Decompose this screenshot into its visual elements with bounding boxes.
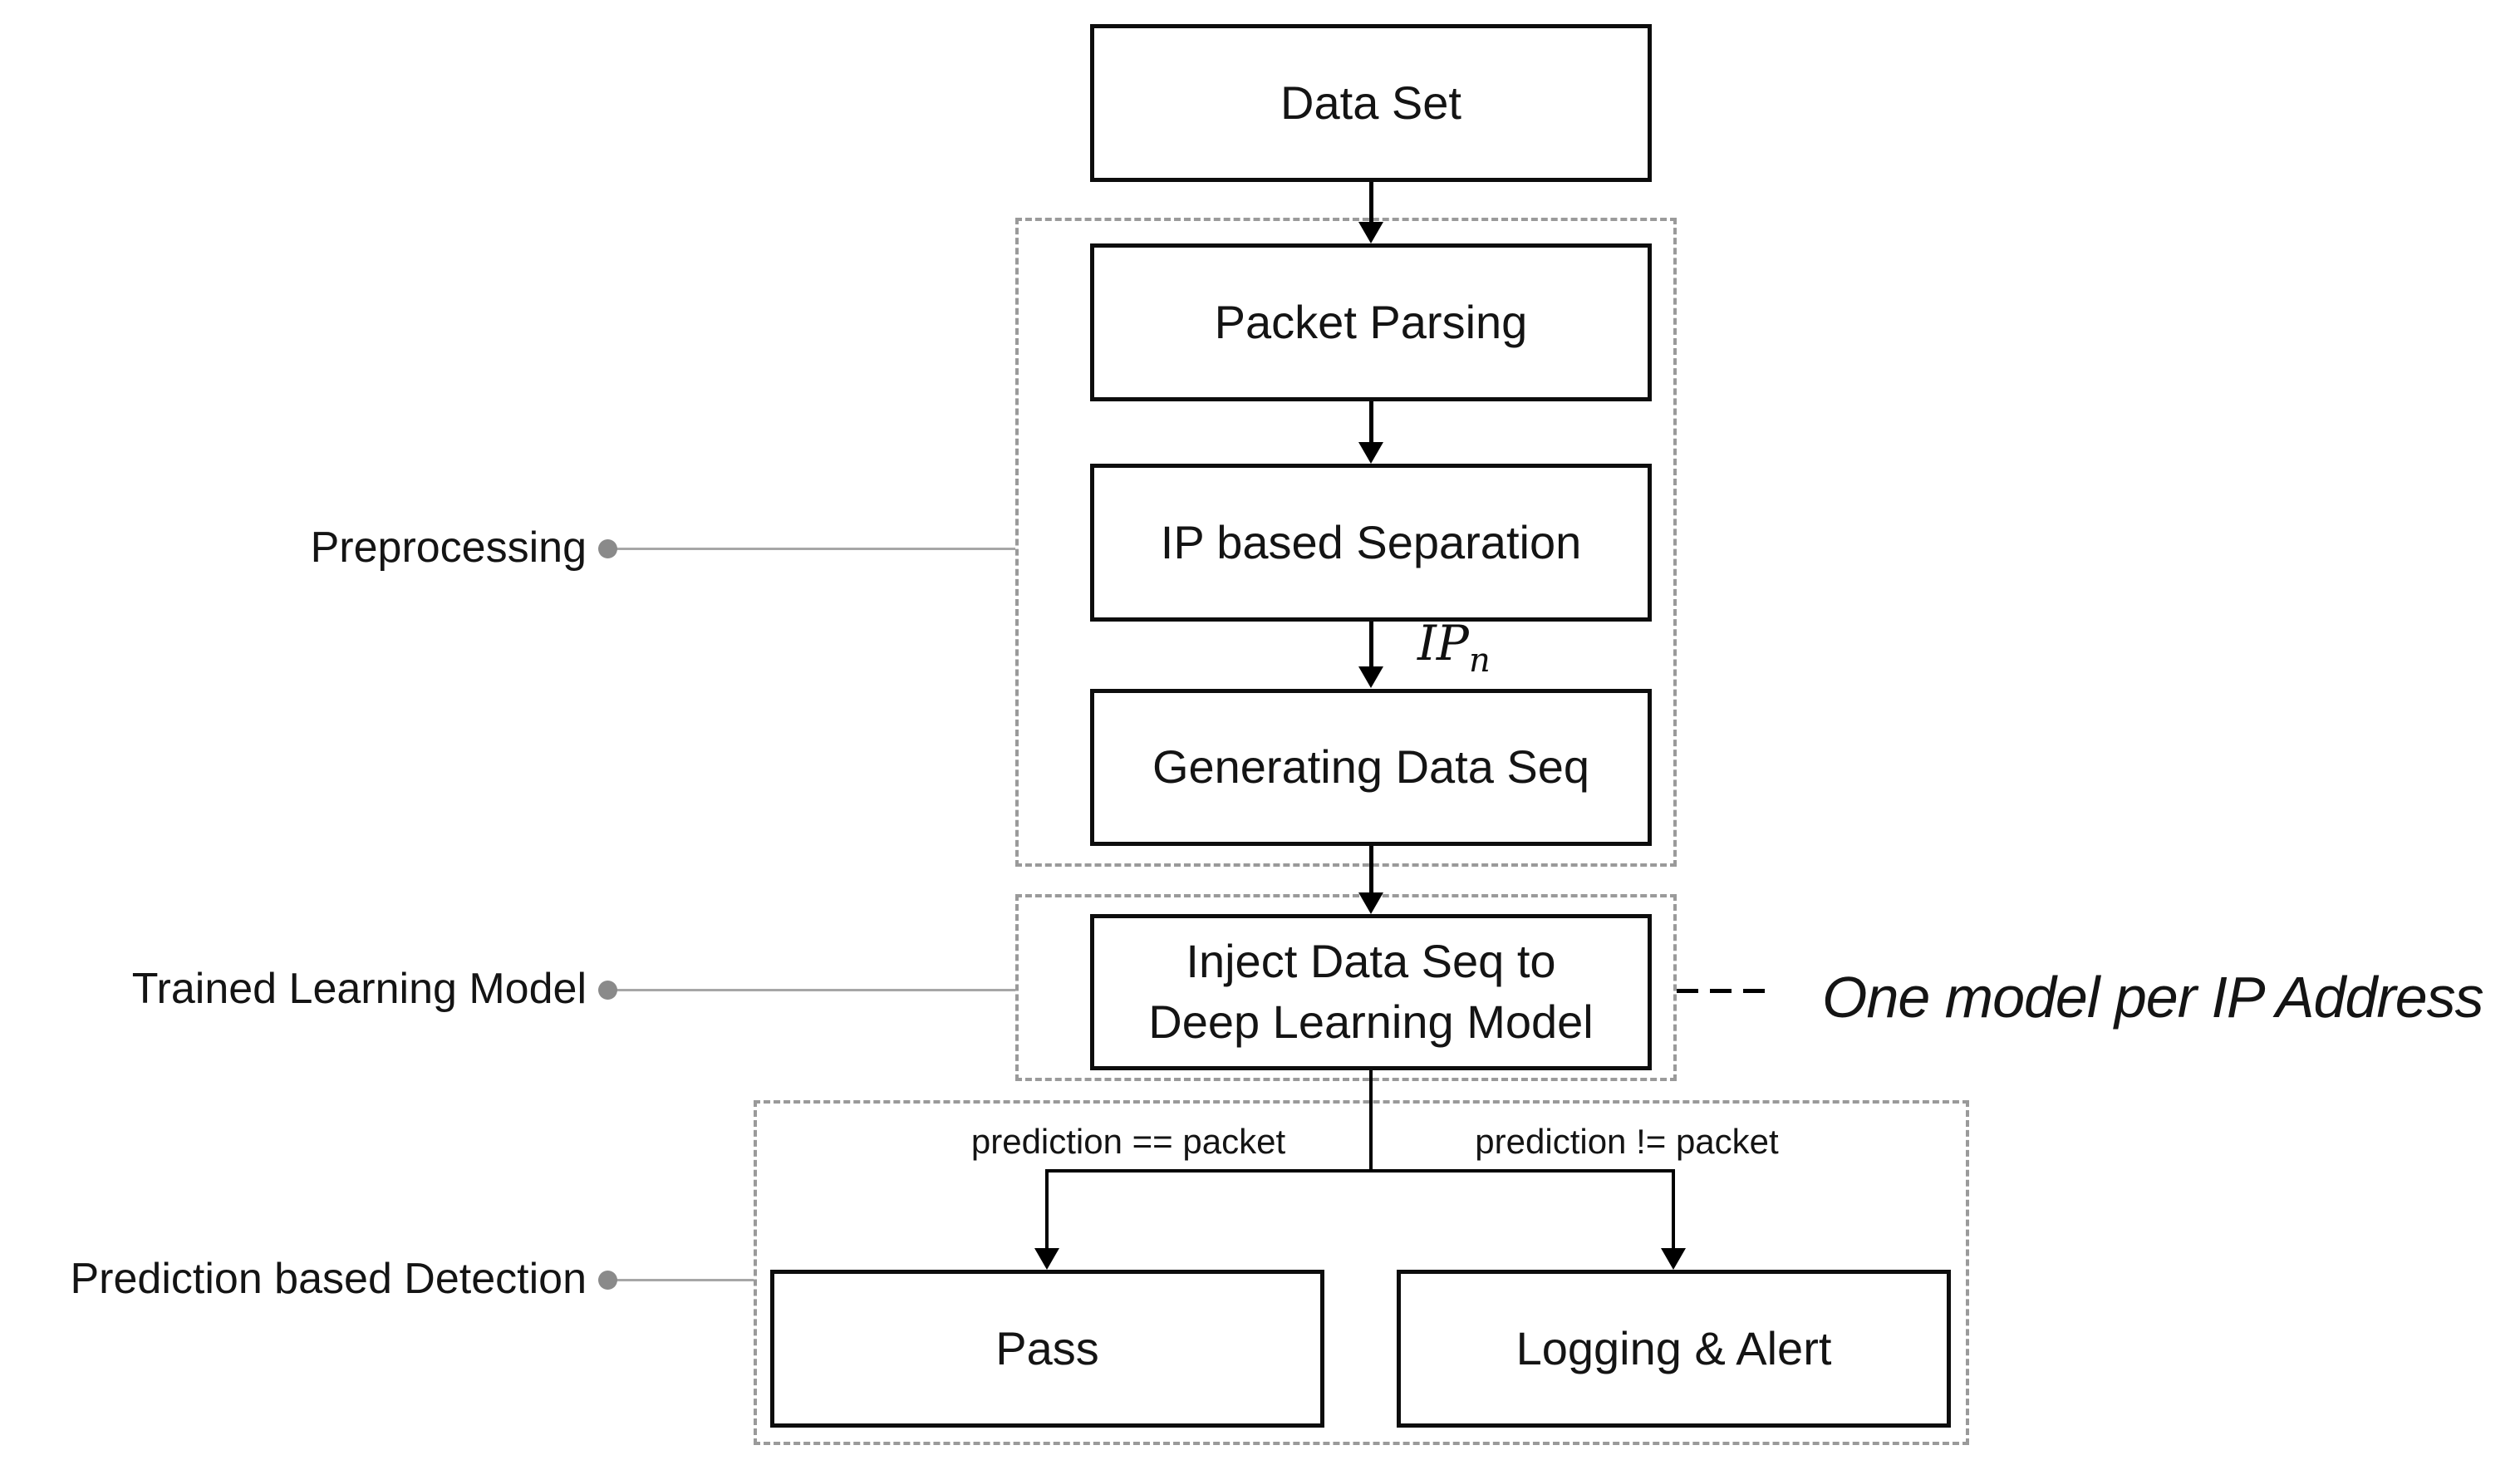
packet-parsing-box: Packet Parsing [1090,243,1652,401]
branch-right-drop-line [1672,1169,1675,1250]
pass-box: Pass [770,1270,1324,1428]
ip-n-edge-label: IPn [1417,615,1491,677]
prediction-detection-dot [598,1271,617,1290]
logging-alert-box: Logging & Alert [1397,1270,1951,1428]
arrow-separation-to-genseq-line [1369,622,1373,668]
prediction-equal-label: prediction == packet [970,1122,1286,1161]
arrow-parsing-to-separation-head [1358,442,1383,464]
prediction-detection-leader-line [616,1279,754,1281]
preprocessing-leader-line [616,548,1015,550]
ip-n-subscript: n [1468,642,1491,680]
inject-line-1: Inject Data Seq to [1186,935,1556,988]
stage-label-trained-model: Trained Learning Model [131,965,587,1013]
inject-data-seq-box: Inject Data Seq to Deep Learning Model [1090,914,1652,1070]
inject-data-seq-label: Inject Data Seq to Deep Learning Model [1148,932,1593,1053]
branch-right-drop-head [1661,1248,1686,1270]
generating-data-seq-label: Generating Data Seq [1152,740,1590,794]
ip-based-separation-box: IP based Separation [1090,464,1652,622]
one-model-annotation: One model per IP Address [1822,965,2484,1030]
trained-model-leader-line [616,989,1015,991]
arrow-dataset-to-parsing-line [1369,182,1373,224]
logging-alert-label: Logging & Alert [1515,1321,1832,1374]
arrow-genseq-to-inject-head [1358,892,1383,914]
annotation-dash-connector [1677,989,1766,993]
pass-label: Pass [995,1321,1099,1374]
stage-label-prediction-detection: Prediction based Detection [70,1255,587,1303]
prediction-not-equal-label: prediction != packet [1475,1122,1779,1161]
branch-stem-line [1369,1070,1373,1172]
trained-model-container [1015,894,1677,1081]
arrow-genseq-to-inject-line [1369,846,1373,894]
trained-model-dot [598,981,617,1000]
data-set-label: Data Set [1280,76,1461,129]
preprocessing-container [1015,218,1677,867]
ip-n-base: IP [1417,615,1469,671]
branch-left-drop-head [1034,1248,1059,1270]
packet-parsing-label: Packet Parsing [1214,295,1528,348]
generating-data-seq-box: Generating Data Seq [1090,689,1652,846]
arrow-separation-to-genseq-head [1358,666,1383,688]
data-set-box: Data Set [1090,24,1652,182]
ip-based-separation-label: IP based Separation [1160,515,1582,568]
arrow-dataset-to-parsing-head [1358,222,1383,243]
inject-line-2: Deep Learning Model [1148,996,1594,1048]
branch-left-drop-line [1045,1169,1049,1250]
stage-label-preprocessing: Preprocessing [310,524,587,572]
preprocessing-dot [598,539,617,558]
arrow-parsing-to-separation-line [1369,401,1373,444]
prediction-detection-container [754,1100,1969,1445]
branch-horizontal-line [1045,1169,1675,1172]
